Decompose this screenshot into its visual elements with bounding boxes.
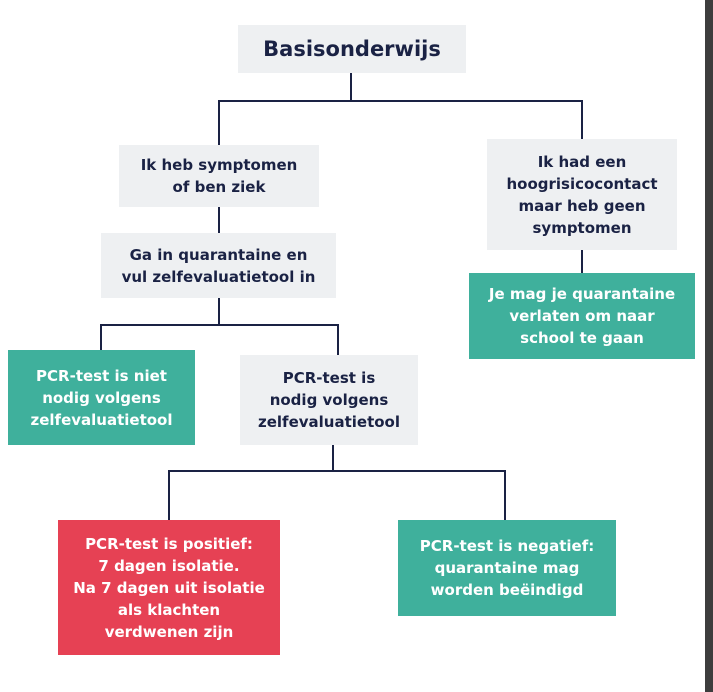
pcr-not-needed-box: PCR-test is niet nodig volgens zelfevalu…	[8, 350, 195, 445]
leave-quarantine-box: Je mag je quarantaine verlaten om naar s…	[469, 273, 695, 359]
pcr-positive-box: PCR-test is positief: 7 dagen isolatie. …	[58, 520, 280, 655]
right-edge-bar	[705, 0, 713, 692]
symptoms-box: Ik heb symptomen of ben ziek	[119, 145, 319, 207]
quarantine-tool-box: Ga in quarantaine en vul zelfevaluatieto…	[101, 233, 336, 298]
pcr-needed-box: PCR-test is nodig volgens zelfevaluatiet…	[240, 355, 418, 445]
pcr-negative-box: PCR-test is negatief: quarantaine mag wo…	[398, 520, 616, 616]
title-box: Basisonderwijs	[238, 25, 466, 73]
high-risk-contact-box: Ik had een hoogrisicocontact maar heb ge…	[487, 139, 677, 250]
